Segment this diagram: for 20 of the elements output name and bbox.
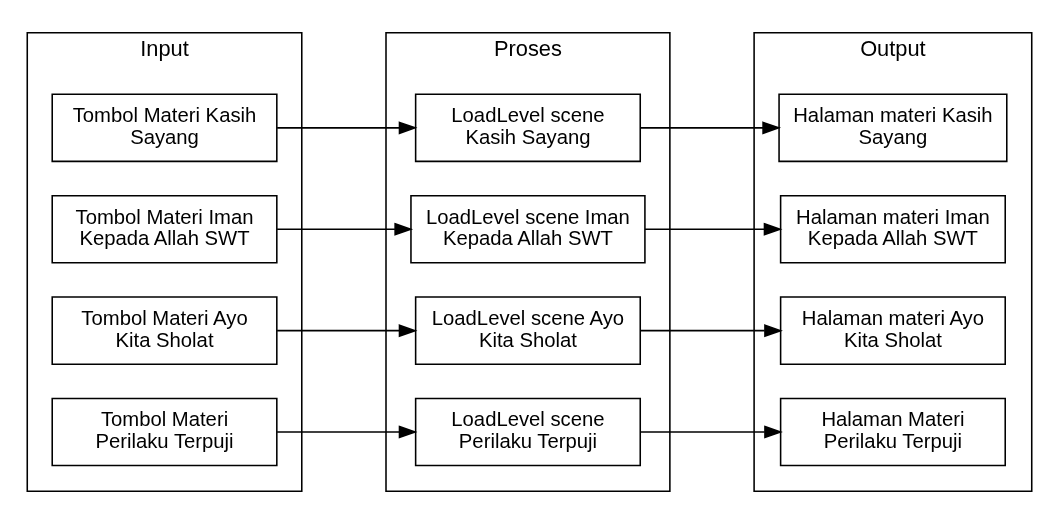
arrow (276, 324, 418, 338)
node-box: Halaman materi Ayo Kita Sholat (779, 296, 1006, 365)
node-box: LoadLevel scene Iman Kepada Allah SWT (410, 194, 646, 264)
arrow (639, 324, 783, 338)
node-box: LoadLevel scene Kasih Sayang (414, 93, 641, 163)
arrow (644, 222, 783, 236)
node-box: LoadLevel scene Ayo Kita Sholat (414, 296, 641, 365)
node-box: Tombol Materi Iman Kepada Allah SWT (51, 194, 278, 264)
arrow (276, 222, 414, 236)
node-box: Tombol Materi Perilaku Terpuji (51, 397, 278, 467)
arrow (276, 425, 418, 439)
node-box: Tombol Materi Kasih Sayang (51, 93, 278, 163)
arrow (639, 425, 783, 439)
node-box: LoadLevel scene Perilaku Terpuji (414, 397, 641, 467)
arrow (276, 121, 418, 135)
node-box: Halaman materi Iman Kepada Allah SWT (779, 194, 1006, 264)
node-box: Tombol Materi Ayo Kita Sholat (51, 296, 278, 365)
node-box: Halaman Materi Perilaku Terpuji (779, 397, 1006, 467)
arrow (639, 121, 782, 135)
node-box: Halaman materi Kasih Sayang (778, 93, 1008, 163)
